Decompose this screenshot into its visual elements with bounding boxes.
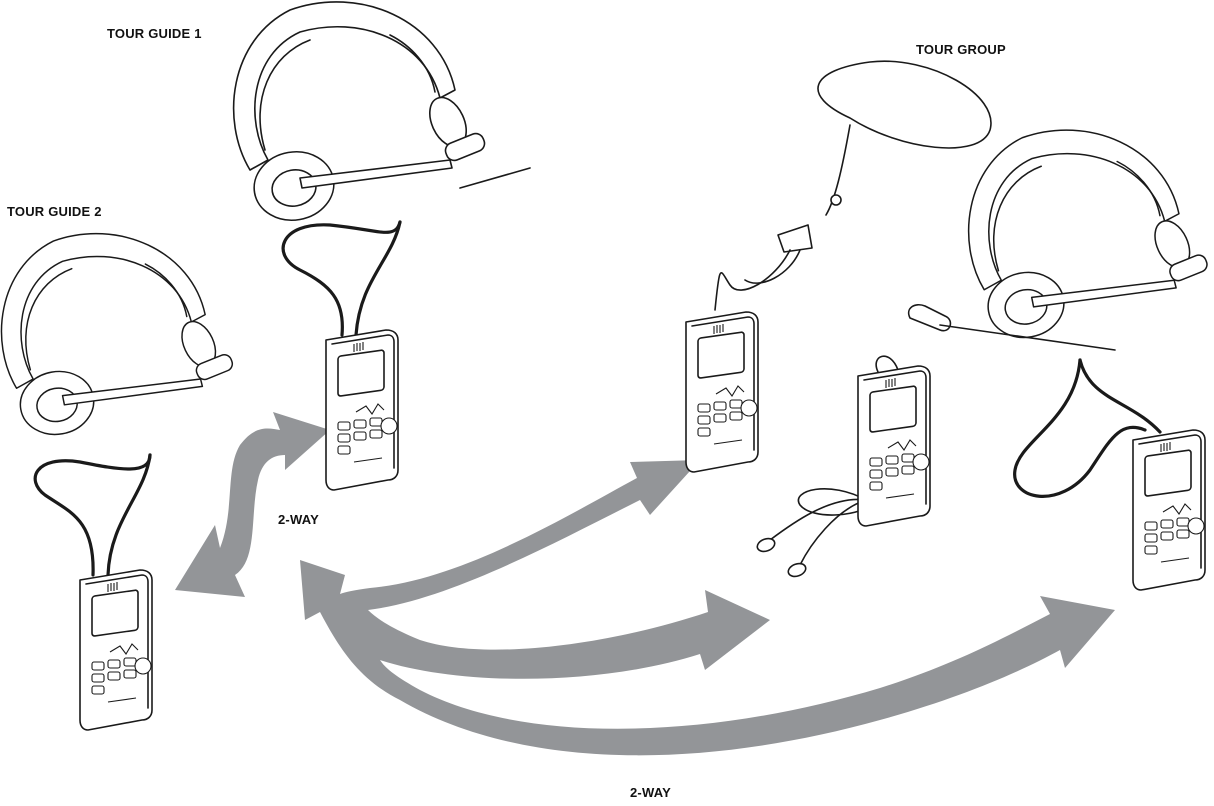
tour-guide-2-headset (1, 234, 234, 441)
tour-group-headset-cable (1015, 360, 1145, 496)
tour-guide-1-headset (234, 2, 530, 226)
tour-group-pack-3 (1133, 430, 1205, 590)
tour-group-headset (909, 130, 1210, 350)
tour-group-lanyard (715, 61, 991, 310)
label-2way-guides: 2-WAY (278, 512, 319, 527)
tour-group-pack-1 (686, 312, 758, 472)
label-tour-guide-2: TOUR GUIDE 2 (7, 204, 102, 219)
label-tour-guide-1: TOUR GUIDE 1 (107, 26, 202, 41)
tour-guide-2-cable (35, 455, 150, 575)
tour-guide-2-pack (80, 570, 152, 730)
tour-group-pack-2 (858, 366, 930, 526)
tour-guide-1-cable (283, 222, 400, 335)
label-2way-group: 2-WAY (630, 785, 671, 800)
tour-guide-1-pack (326, 330, 398, 490)
label-tour-group: TOUR GROUP (916, 42, 1006, 57)
arrow-group-fan (300, 460, 1115, 755)
